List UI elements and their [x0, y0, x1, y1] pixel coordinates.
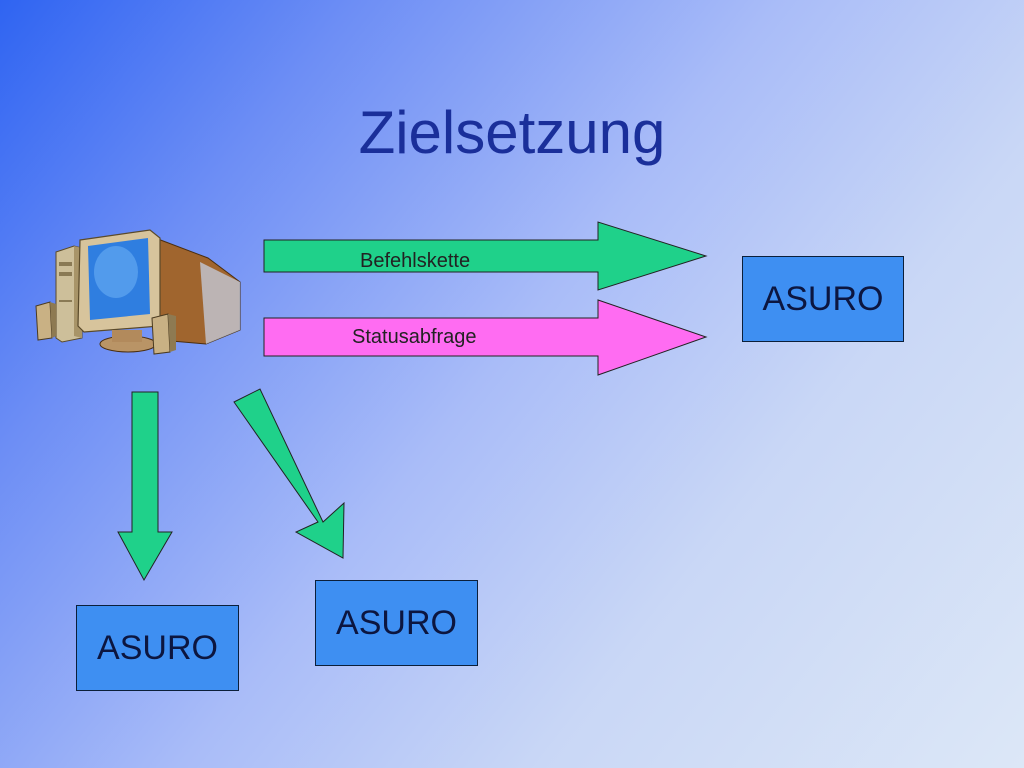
asuro-label: ASURO	[336, 603, 457, 642]
asuro-label: ASURO	[762, 279, 884, 318]
status-query-label: Statusabfrage	[352, 326, 477, 348]
asuro-box-bottom-left: ASURO	[76, 605, 239, 691]
diagonal-arrow-shape	[233, 388, 345, 559]
command-chain-arrow	[263, 221, 708, 291]
asuro-label: ASURO	[97, 628, 218, 667]
status-query-arrow	[263, 299, 708, 376]
command-chain-label: Befehlskette	[360, 250, 471, 272]
down-arrow	[117, 391, 173, 582]
asuro-box-right: ASURO	[742, 256, 904, 342]
asuro-box-bottom-middle: ASURO	[315, 580, 478, 666]
computer-icon	[55, 229, 241, 353]
slide-title: Zielsetzung	[358, 99, 666, 166]
speaker-icon	[35, 301, 176, 355]
